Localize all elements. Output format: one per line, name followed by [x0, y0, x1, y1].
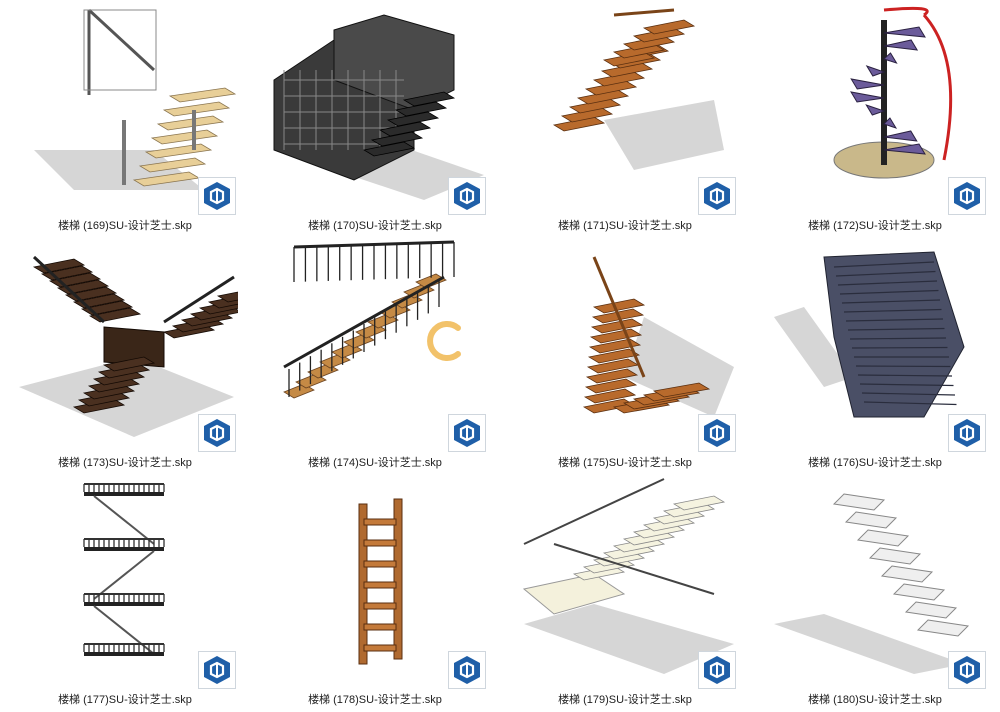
stair-model-thumbnail — [764, 474, 988, 686]
file-name-label: 楼梯 (173)SU-设计芝士.skp — [58, 457, 192, 469]
file-item[interactable]: 楼梯 (173)SU-设计芝士.skp — [0, 237, 250, 474]
file-item[interactable]: 楼梯 (179)SU-设计芝士.skp — [500, 474, 750, 711]
file-item[interactable]: 楼梯 (171)SU-设计芝士.skp — [500, 0, 750, 237]
file-item[interactable]: 楼梯 (172)SU-设计芝士.skp — [750, 0, 1000, 237]
sketchup-icon — [948, 414, 986, 452]
file-name-label: 楼梯 (178)SU-设计芝士.skp — [308, 694, 442, 706]
sketchup-icon — [698, 414, 736, 452]
stair-model-thumbnail — [14, 474, 238, 686]
stair-model-thumbnail — [14, 237, 238, 449]
sketchup-icon — [198, 414, 236, 452]
file-item[interactable]: 楼梯 (177)SU-设计芝士.skp — [0, 474, 250, 711]
file-name-label: 楼梯 (171)SU-设计芝士.skp — [558, 220, 692, 232]
sketchup-icon — [698, 177, 736, 215]
stair-model-thumbnail — [264, 237, 488, 449]
sketchup-icon — [948, 651, 986, 689]
sketchup-icon — [448, 651, 486, 689]
stair-model-thumbnail — [14, 0, 238, 212]
file-item[interactable]: 楼梯 (169)SU-设计芝士.skp — [0, 0, 250, 237]
sketchup-icon — [948, 177, 986, 215]
stair-model-thumbnail — [264, 0, 488, 212]
file-item[interactable]: 楼梯 (175)SU-设计芝士.skp — [500, 237, 750, 474]
file-name-label: 楼梯 (180)SU-设计芝士.skp — [808, 694, 942, 706]
file-item[interactable]: 楼梯 (174)SU-设计芝士.skp — [250, 237, 500, 474]
stair-model-thumbnail — [514, 474, 738, 686]
stair-model-thumbnail — [764, 0, 988, 212]
file-name-label: 楼梯 (170)SU-设计芝士.skp — [308, 220, 442, 232]
stair-model-thumbnail — [764, 237, 988, 449]
file-name-label: 楼梯 (179)SU-设计芝士.skp — [558, 694, 692, 706]
sketchup-icon — [448, 414, 486, 452]
sketchup-icon — [448, 177, 486, 215]
file-name-label: 楼梯 (172)SU-设计芝士.skp — [808, 220, 942, 232]
file-item[interactable]: 楼梯 (170)SU-设计芝士.skp — [250, 0, 500, 237]
sketchup-icon — [198, 177, 236, 215]
file-item[interactable]: 楼梯 (178)SU-设计芝士.skp — [250, 474, 500, 711]
stair-model-thumbnail — [264, 474, 488, 686]
file-name-label: 楼梯 (175)SU-设计芝士.skp — [558, 457, 692, 469]
sketchup-icon — [198, 651, 236, 689]
file-name-label: 楼梯 (177)SU-设计芝士.skp — [58, 694, 192, 706]
sketchup-icon — [698, 651, 736, 689]
file-name-label: 楼梯 (176)SU-设计芝士.skp — [808, 457, 942, 469]
stair-model-thumbnail — [514, 0, 738, 212]
file-item[interactable]: 楼梯 (176)SU-设计芝士.skp — [750, 237, 1000, 474]
file-name-label: 楼梯 (169)SU-设计芝士.skp — [58, 220, 192, 232]
stair-model-thumbnail — [514, 237, 738, 449]
file-item[interactable]: 楼梯 (180)SU-设计芝士.skp — [750, 474, 1000, 711]
file-name-label: 楼梯 (174)SU-设计芝士.skp — [308, 457, 442, 469]
